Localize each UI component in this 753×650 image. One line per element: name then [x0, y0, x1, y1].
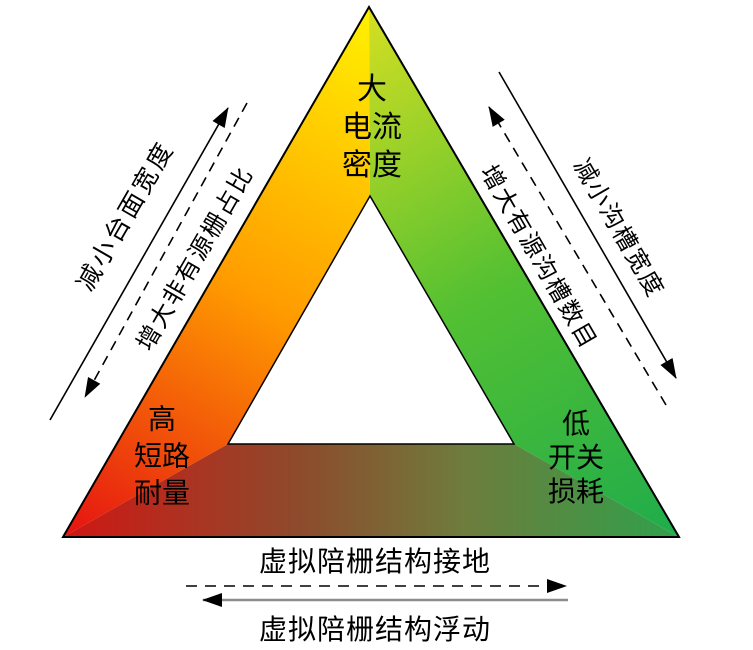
triangle-bottom-band	[63, 444, 679, 537]
vertex-right-line2: 开关	[547, 441, 605, 474]
vertex-label-short-circuit: 高 短路 耐量	[134, 401, 190, 512]
triangle-inner-hole	[226, 194, 516, 445]
vertex-right-line1: 低	[561, 407, 591, 440]
vertex-top-line2: 电流	[342, 110, 402, 145]
vertex-left-line1: 高	[147, 402, 177, 436]
bottom-upper-label: 虚拟陪栅结构接地	[258, 545, 492, 578]
vertex-top-line1: 大	[357, 72, 387, 107]
right-edge-solid-arrow-down	[498, 71, 677, 379]
vertex-right-line3: 损耗	[547, 475, 605, 508]
vertex-left-line2: 短路	[133, 439, 191, 473]
vertex-label-current-density: 大 电流 密度	[342, 71, 402, 185]
left-edge-solid-arrow-up	[49, 107, 229, 421]
vertex-left-line3: 耐量	[133, 476, 191, 510]
left-edge-dashed-arrow-down	[84, 102, 248, 398]
vertex-label-switching-loss: 低 开关 损耗	[548, 407, 604, 509]
triangle-outer-outline	[61, 5, 681, 538]
vertex-top-line3: 密度	[342, 148, 402, 183]
bottom-lower-label: 虚拟陪栅结构浮动	[258, 613, 492, 646]
right-edge-dashed-arrow-up	[488, 106, 667, 406]
